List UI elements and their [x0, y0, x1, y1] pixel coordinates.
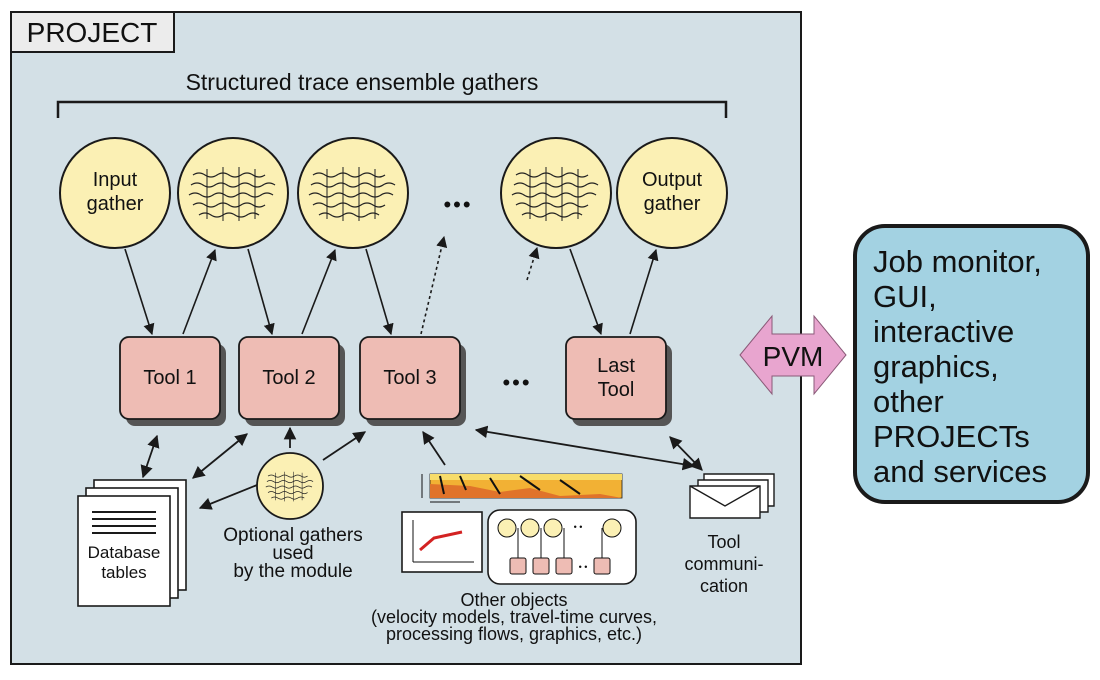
processing-flow-icon: • • • •: [487, 509, 637, 585]
project-title: PROJECT: [27, 17, 158, 48]
other-objects-label: processing flows, graphics, etc.): [386, 624, 642, 644]
gather-label-line: Input: [93, 169, 138, 191]
side-panel-line: PROJECTs: [873, 419, 1030, 454]
other-objects-label: Other objects: [460, 590, 567, 610]
gather-circle-4: [500, 137, 612, 249]
stacked-documents-icon: [77, 479, 187, 607]
gather-circle-3: [297, 137, 409, 249]
tool-communication-label: cation: [700, 576, 748, 596]
travel-time-curve-icon: [401, 511, 483, 573]
tool-label: Tool 3: [383, 367, 436, 389]
project-title-tab: [10, 11, 175, 53]
gather-label-line: gather: [644, 193, 701, 215]
gathers-bracket: [56, 100, 728, 118]
tool-communication-label: communi-: [684, 554, 763, 574]
pvm-label: PVM: [763, 341, 824, 372]
optional-gathers: Optional gathers used by the module: [223, 452, 363, 582]
tool-box-3: Tool 3: [359, 336, 466, 426]
tool-box-2: Tool 2: [238, 336, 345, 426]
gather-circle-2: [177, 137, 289, 249]
optional-gathers-label: used: [272, 543, 313, 564]
gather-label-line: gather: [87, 193, 144, 215]
envelopes-icon: [689, 473, 775, 519]
tool-communication-label: Tool: [707, 532, 740, 552]
gathers-label: Structured trace ensemble gathers: [186, 69, 539, 95]
gather-tool-arrows: [124, 235, 659, 336]
pvm-connector: PVM: [739, 314, 847, 396]
velocity-model-icon: [421, 473, 623, 503]
tool-label: Tool: [598, 379, 635, 401]
tool-label: Tool 1: [143, 367, 196, 389]
side-panel-line: other: [873, 384, 944, 419]
tool-ellipsis: •••: [502, 370, 531, 395]
side-panel-line: interactive: [873, 314, 1014, 349]
side-panel-line: Job monitor,: [873, 244, 1042, 279]
tool-label: Tool 2: [262, 367, 315, 389]
other-objects: • • • • Other objects (velocity models, …: [371, 473, 657, 644]
svg-text:• •: • •: [574, 522, 583, 532]
tool-label: Last: [597, 355, 635, 377]
gather-circle-input: Input gather: [59, 137, 171, 249]
database-label: tables: [101, 563, 146, 582]
gather-ellipsis: •••: [443, 192, 472, 217]
side-panel-line: and services: [873, 454, 1047, 489]
lower-arrows: [140, 425, 703, 510]
database-tables: Database tables: [77, 479, 187, 607]
optional-gathers-label: Optional gathers: [223, 525, 362, 546]
database-label: Database: [88, 543, 161, 562]
side-panel: Job monitor, GUI, interactive graphics, …: [853, 224, 1090, 504]
tool-box-last: Last Tool: [565, 336, 672, 426]
tool-communication: Tool communi- cation: [684, 473, 775, 596]
gather-circle-output: Output gather: [616, 137, 728, 249]
side-panel-line: GUI,: [873, 279, 937, 314]
tool-box-1: Tool 1: [119, 336, 226, 426]
gather-label-line: Output: [642, 169, 702, 191]
optional-gathers-label: by the module: [233, 561, 352, 582]
other-objects-label: (velocity models, travel-time curves,: [371, 607, 657, 627]
double-arrow-icon: [739, 314, 847, 396]
svg-text:• •: • •: [579, 562, 588, 572]
side-panel-line: graphics,: [873, 349, 999, 384]
